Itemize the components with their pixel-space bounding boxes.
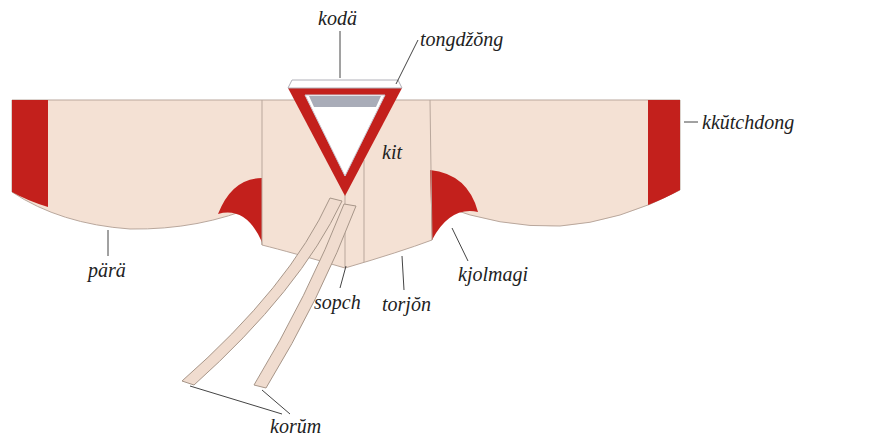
seam — [430, 100, 432, 240]
gusset — [430, 170, 478, 240]
collar-band — [288, 88, 402, 196]
gusset — [218, 178, 262, 242]
leader-line — [340, 31, 341, 78]
leader-line — [396, 40, 418, 84]
seam — [262, 100, 263, 245]
part-label: pärä — [88, 258, 126, 282]
collar-inner — [305, 95, 385, 176]
part-label: kjolmagi — [458, 262, 528, 286]
part-label: torjŏn — [382, 292, 431, 316]
collar-shade — [309, 96, 381, 107]
leader-line — [108, 230, 109, 256]
cuff-band — [12, 100, 48, 207]
part-label: tongdžŏng — [420, 27, 503, 51]
part-label: korŭm — [270, 414, 321, 438]
leader-line — [452, 228, 468, 261]
part-label: kodä — [318, 6, 357, 30]
leader-line — [684, 122, 698, 123]
cuff-band — [648, 100, 680, 205]
leader-line — [402, 256, 404, 290]
leader-line — [340, 266, 346, 288]
part-label: kkŭtchdong — [702, 110, 794, 134]
neck-strip — [288, 80, 402, 88]
part-label: sopch — [314, 290, 361, 314]
leader-line — [262, 390, 290, 414]
seam — [364, 160, 365, 262]
leader-line — [190, 386, 282, 414]
part-label: kit — [382, 140, 402, 164]
